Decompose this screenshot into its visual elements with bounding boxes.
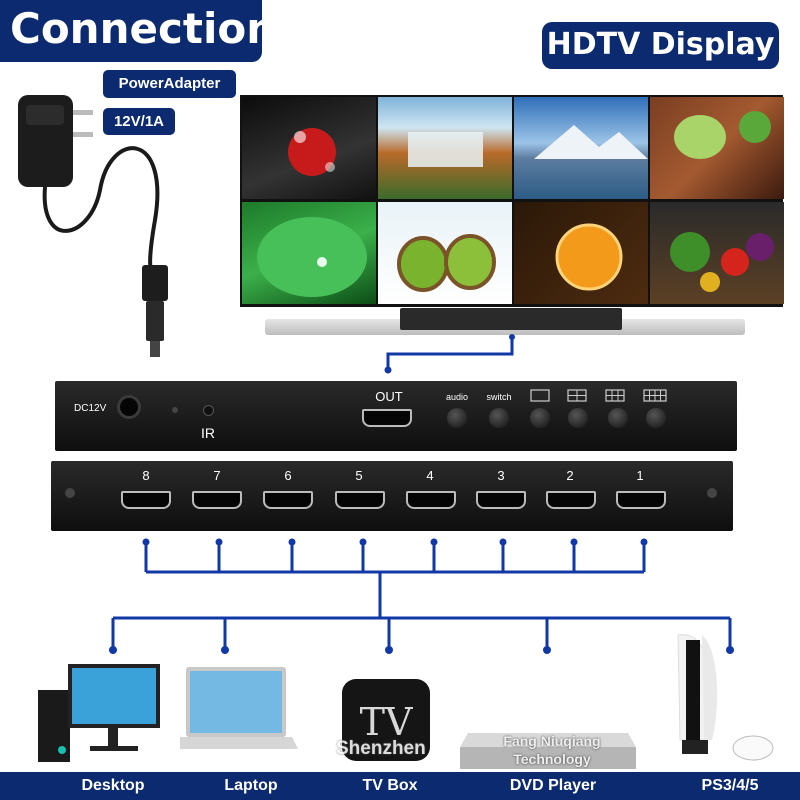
- hdmi-input-2: [546, 491, 596, 509]
- hdmi-out-port: [362, 409, 412, 427]
- power-rating-label: 12V/1A: [103, 108, 175, 135]
- switch-button[interactable]: [489, 408, 509, 428]
- output-connection-line: [384, 334, 515, 374]
- tile-strawberry-water: [242, 97, 376, 199]
- hdmi-input-7: [192, 491, 242, 509]
- hdtv-display-label: HDTV Display: [542, 22, 779, 69]
- tv-box-icon: TV: [342, 679, 430, 761]
- watermark-left: Shenzhen: [336, 738, 426, 759]
- front-panel: 8 7 6 5 4 3 2 1: [51, 461, 733, 531]
- desktop-icon: [38, 664, 160, 762]
- hdmi-input-8: [121, 491, 171, 509]
- laptop-icon: [180, 667, 298, 749]
- switch-button-label: switch: [486, 392, 512, 402]
- device-label-dvd-player: DVD Player: [509, 777, 597, 794]
- out-label: OUT: [375, 389, 403, 404]
- tv-box-logo: TV: [360, 700, 413, 744]
- tile-kiwi-splash: [378, 202, 512, 304]
- tile-lotus-leaf: [242, 202, 376, 304]
- hdmi-input-3: [476, 491, 526, 509]
- back-panel: DC12V IR OUT audio switch: [55, 381, 737, 451]
- ir-label: IR: [201, 425, 215, 441]
- input-label-2: 2: [566, 468, 574, 483]
- screw-right: [707, 488, 717, 498]
- watermark-right: Fang Niuqiang Technology: [492, 732, 612, 768]
- input-connection-tree: [109, 538, 734, 654]
- layout-8-button[interactable]: [646, 408, 666, 428]
- power-adapter-icon: [18, 95, 168, 357]
- dvd-player-icon: [460, 733, 636, 769]
- tile-green-drink: [650, 97, 784, 199]
- device-label-ps: PS3/4/5: [701, 777, 759, 794]
- input-label-4: 4: [426, 468, 434, 483]
- hdtv-display: [240, 95, 784, 307]
- device-label-bar: [0, 772, 800, 800]
- input-label-3: 3: [497, 468, 505, 483]
- input-label-7: 7: [213, 468, 221, 483]
- layout-mode-icons: [530, 389, 667, 402]
- tile-vegetables: [650, 202, 784, 304]
- audio-button[interactable]: [447, 408, 467, 428]
- layout-1-button[interactable]: [530, 408, 550, 428]
- power-adapter-label: PowerAdapter: [103, 70, 236, 98]
- screw-left: [65, 488, 75, 498]
- ps-console-icon: [677, 634, 774, 761]
- tile-orange-slice: [514, 202, 648, 304]
- hdmi-input-4: [406, 491, 456, 509]
- dc-power-port: [117, 395, 141, 419]
- input-label-6: 6: [284, 468, 292, 483]
- device-label-tv-box: TV Box: [362, 777, 418, 794]
- tile-mountain-lake: [514, 97, 648, 199]
- watermark-line-1: Fang Niuqiang: [503, 733, 601, 749]
- tile-waterfall: [378, 97, 512, 199]
- led-indicator: [172, 407, 178, 413]
- layout-4-button[interactable]: [568, 408, 588, 428]
- input-label-8: 8: [142, 468, 150, 483]
- hdmi-input-1: [616, 491, 666, 509]
- ir-port: [203, 405, 214, 416]
- input-label-1: 1: [636, 468, 644, 483]
- hdmi-input-6: [263, 491, 313, 509]
- layout-6-button[interactable]: [608, 408, 628, 428]
- audio-button-label: audio: [445, 392, 469, 402]
- dc12v-label: DC12V: [74, 403, 107, 414]
- tv-stand: [400, 308, 622, 330]
- watermark-line-2: Technology: [513, 751, 591, 767]
- device-label-laptop: Laptop: [224, 777, 278, 794]
- hdmi-input-5: [335, 491, 385, 509]
- connection-title: Connection: [0, 0, 276, 62]
- input-label-5: 5: [355, 468, 363, 483]
- device-label-desktop: Desktop: [81, 777, 145, 794]
